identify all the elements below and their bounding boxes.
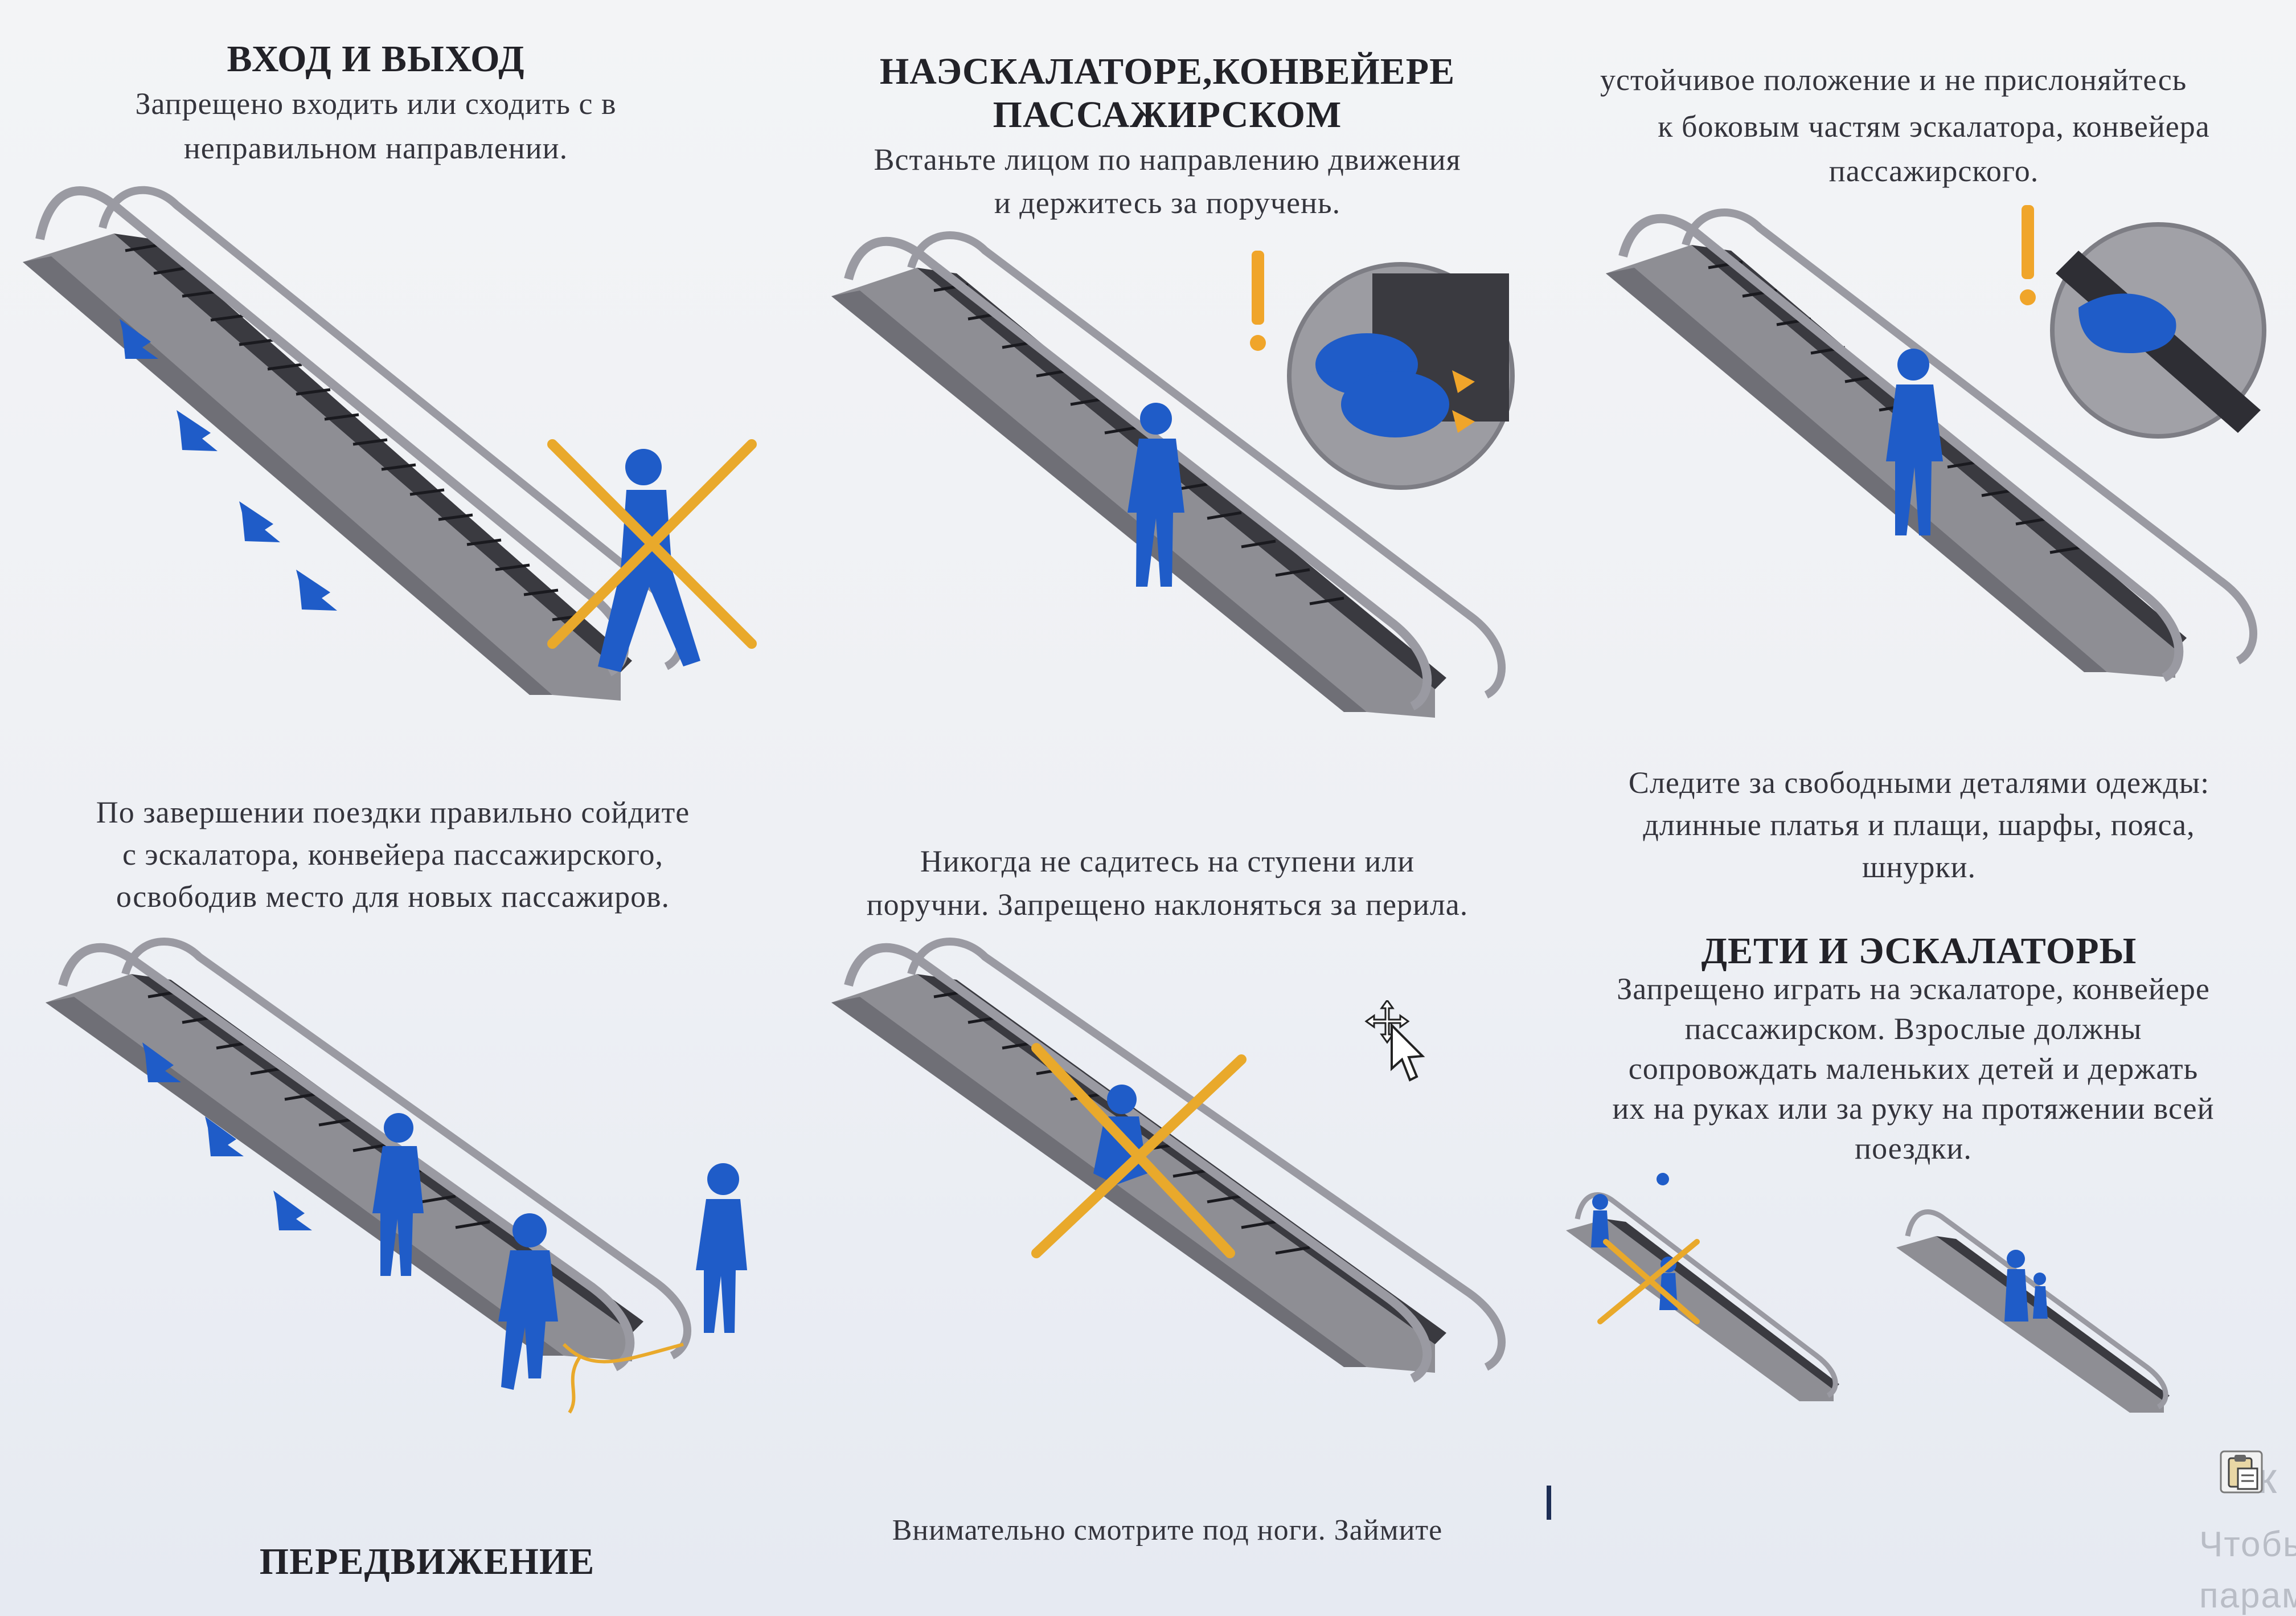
exit-text-line3: освободив место для новых пассажиров. xyxy=(116,879,670,914)
person-stepping-off xyxy=(498,1213,558,1390)
warning-exclamation-icon xyxy=(1250,251,1266,351)
shoes-on-step-icon xyxy=(1287,262,1515,490)
adult-holding-child xyxy=(2004,1250,2048,1322)
escalator-illustration-children-safe xyxy=(1896,1209,2170,1413)
clipboard-icon[interactable] xyxy=(2219,1449,2264,1495)
children-text-line4: их на руках или за руку на протяжении вс… xyxy=(1612,1091,2215,1126)
escalator-illustration-children-play xyxy=(1566,1173,1839,1401)
escalator-illustration-entry xyxy=(23,186,757,701)
escalator-illustration-exit xyxy=(46,938,747,1414)
person-standing-stable xyxy=(1886,349,1943,535)
clothes-text-line3: шнурки. xyxy=(1862,850,1977,884)
escalator-illustration-sitting xyxy=(831,938,1506,1383)
stable-text-line3: пассажирского. xyxy=(1828,154,2039,188)
person-on-escalator xyxy=(372,1113,424,1276)
footer-text: Внимательно смотрите под ноги. Займите xyxy=(892,1514,1443,1547)
onboard-title-line1: НАЭСКАЛАТОРЕ,КОНВЕЙЕРЕ xyxy=(879,51,1456,92)
sitting-text-line1: Никогда не садитесь на ступени или xyxy=(920,844,1415,878)
overlay-text-line2: Чтобы xyxy=(2199,1525,2296,1564)
onboard-text-line2: и держитесь за поручень. xyxy=(994,186,1341,220)
text-caret xyxy=(1547,1486,1551,1520)
stable-text-line2: к боковым частям эскалатора, конвейера xyxy=(1658,109,2210,144)
overlay-text-line3: парам xyxy=(2199,1576,2296,1615)
entry-text-line1: Запрещено входить или сходить с в xyxy=(135,87,617,121)
escalator-illustration-onboard xyxy=(831,231,1506,718)
children-text-line1: Запрещено играть на эскалаторе, конвейер… xyxy=(1617,972,2210,1006)
movement-title: ПЕРЕДВИЖЕНИЕ xyxy=(259,1541,595,1582)
children-text-line3: сопровождать маленьких детей и держать xyxy=(1628,1052,2199,1086)
move-cursor-icon xyxy=(1364,1000,1425,1082)
onboard-title-line2: ПАССАЖИРСКОМ xyxy=(993,94,1342,136)
stable-text-line1: устойчивое положение и не прислоняйтесь xyxy=(1600,63,2187,97)
exit-text-line2: с эскалатора, конвейера пассажирского, xyxy=(122,837,664,872)
person-walking-wrong-way xyxy=(598,449,700,672)
onboard-text-line1: Встаньте лицом по направлению движения xyxy=(874,142,1461,177)
clothes-text-line2: длинные платья и плащи, шарфы, пояса, xyxy=(1643,808,2195,842)
children-text-line5: поездки. xyxy=(1855,1131,1972,1165)
entry-text-line2: неправильном направлении. xyxy=(183,131,568,165)
exit-text-line1: По завершении поездки правильно сойдите xyxy=(96,795,690,829)
children-text-line2: пассажирском. Взрослые должны xyxy=(1684,1012,2142,1046)
entry-title: ВХОД И ВЫХОД xyxy=(227,38,525,80)
clothes-text-line1: Следите за свободными деталями одежды: xyxy=(1628,766,2210,800)
person-standing-holding-handrail xyxy=(1128,403,1184,587)
escalator-illustration-stable xyxy=(1606,208,2257,682)
person-walking-away xyxy=(696,1163,747,1333)
hand-on-handrail-icon xyxy=(2050,222,2266,439)
warning-exclamation-icon-2 xyxy=(2020,205,2036,305)
children-title: ДЕТИ И ЭСКАЛАТОРЫ xyxy=(1701,930,2137,972)
sitting-text-line2: поручни. Запрещено наклоняться за перила… xyxy=(866,887,1469,922)
